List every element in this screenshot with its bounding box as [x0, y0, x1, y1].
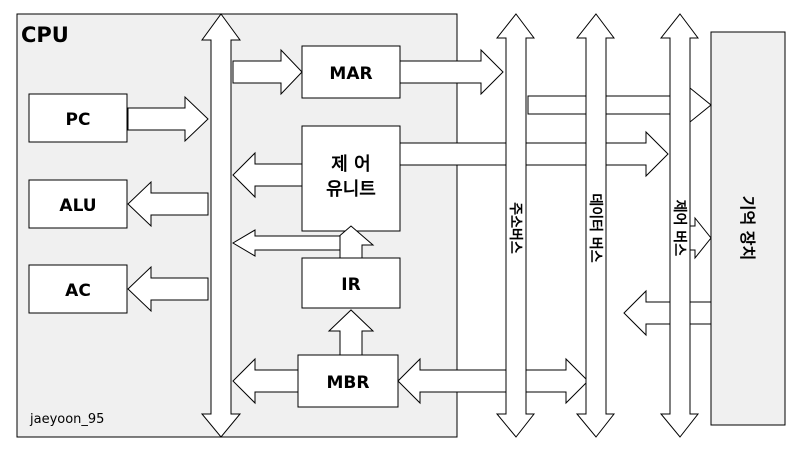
- control-bus-label: 제어 버스: [671, 200, 688, 257]
- ir-register: [301, 257, 401, 309]
- alu-register: [28, 179, 128, 229]
- ac-register: [28, 264, 128, 314]
- mar-register: [301, 45, 401, 99]
- watermark: jaeyoon_95: [29, 412, 104, 427]
- control-bus-to-memory-arrow: [689, 216, 712, 260]
- pc-register: [28, 93, 128, 143]
- address-bus-label: 주소버스: [507, 202, 524, 254]
- mar-label: MAR: [329, 64, 372, 84]
- mbr-label: MBR: [327, 373, 370, 393]
- control-to-bus-arrow: [232, 151, 303, 199]
- internal-bus-arrow: [200, 13, 242, 438]
- address-bus: [495, 13, 536, 438]
- data-bus-label: 데이터 버스: [587, 193, 604, 262]
- memory-box: [710, 31, 786, 426]
- pc-label: PC: [66, 110, 91, 130]
- control-unit: [301, 125, 401, 232]
- mbr-to-ir-arrow: [327, 309, 375, 356]
- mar-to-address-bus-arrow: [399, 48, 504, 96]
- ir-to-bus-arrow: [232, 229, 341, 257]
- bus-to-ac-arrow: [127, 265, 209, 313]
- control-unit-label-line1: 제 어: [331, 154, 370, 175]
- pc-to-bus-arrow: [127, 95, 209, 143]
- control-unit-label-line2: 유니트: [326, 179, 376, 200]
- ac-label: AC: [65, 281, 91, 301]
- control-bus: [659, 13, 700, 438]
- ir-label: IR: [341, 275, 360, 295]
- bus-to-alu-arrow: [127, 180, 209, 228]
- data-bus: [575, 13, 616, 438]
- alu-label: ALU: [59, 196, 96, 216]
- bus-to-mar-arrow: [232, 48, 303, 96]
- memory-to-data-bus-arrow: [623, 289, 712, 337]
- mbr-to-bus-arrow: [232, 357, 299, 405]
- memory-label: 기억 장치: [738, 196, 757, 260]
- cpu-label: CPU: [21, 23, 69, 47]
